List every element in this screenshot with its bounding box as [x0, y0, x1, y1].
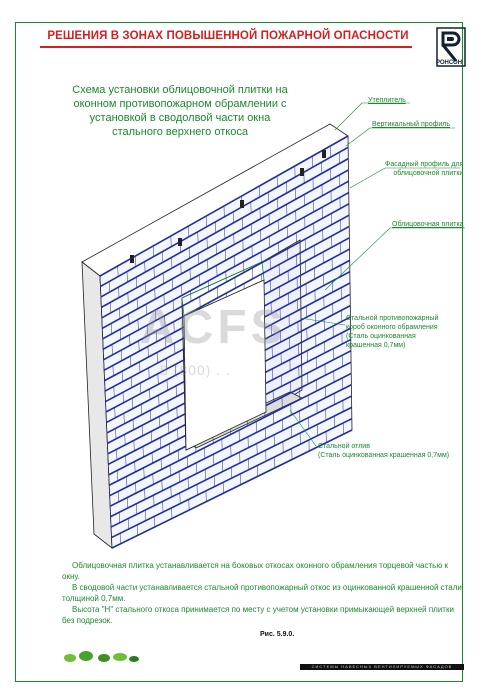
clip-bracket — [178, 238, 182, 246]
scheme-title-line: Схема установки облицовочной плитки на — [72, 84, 288, 96]
leaf-icons — [64, 651, 139, 662]
callout-text: короб оконного обрамления — [346, 324, 438, 331]
leaf-icon — [64, 654, 76, 662]
clip-bracket — [322, 150, 326, 158]
callout-text: крашенная 0,7мм) — [346, 342, 406, 349]
callout-text: (Сталь оцинкованная — [346, 333, 416, 340]
callout-vertical-profile: Вертикальный профиль — [372, 120, 450, 129]
description-paragraph: Высота "Н" стального откоса принимается … — [62, 605, 454, 625]
brick-course — [100, 146, 349, 288]
callout-insulation: Утеплитель — [368, 96, 406, 105]
leaf-icon — [98, 654, 110, 662]
ronson-logo-icon — [436, 27, 466, 67]
brick-course — [110, 395, 352, 518]
clip-bracket — [300, 168, 304, 176]
watermark: ACFS — [140, 301, 287, 354]
logo-text: РОНСОН — [435, 60, 463, 66]
brick-course — [111, 429, 353, 549]
brick-course — [102, 214, 350, 350]
window-glass — [183, 279, 267, 451]
callout-text: Вертикальный профиль — [372, 121, 450, 128]
leaf-icon — [113, 653, 127, 661]
callout-text: Стальной отлив — [318, 443, 370, 450]
header-underline — [40, 46, 412, 48]
callout-drip: Стальной отлив (Сталь оцинкованная краше… — [318, 442, 449, 460]
watermark-phone: 8 (800) . . — [160, 362, 231, 378]
callout-text: Фасадный профиль для — [385, 161, 464, 168]
clip-bracket — [130, 255, 134, 263]
figure-label: Рис. 5.9.0. — [260, 631, 295, 638]
callout-text: Облицовочная плитка — [392, 221, 464, 228]
scheme-title-line: стального верхнего откоса — [112, 126, 248, 138]
callout-text: (Сталь оцинкованная крашенная 0,7мм) — [318, 452, 450, 459]
callout-text: Утеплитель — [368, 97, 406, 104]
callout-text: облицовочной плитки — [393, 170, 464, 177]
description: Облицовочная плитка устанавливается на б… — [62, 560, 462, 626]
description-paragraph: Облицовочная плитка устанавливается на б… — [62, 561, 449, 581]
leaf-icon — [79, 651, 93, 661]
callout-leaders — [289, 102, 465, 447]
leaf-icon — [129, 656, 139, 662]
scheme-title-line: установкой в сводолвой части окна — [89, 112, 271, 124]
footer-bar: СИСТЕМЫ НАВЕСНЫХ ВЕНТИЛИРУЕМЫХ ФАСАДОВ — [300, 664, 464, 670]
clip-bracket — [240, 200, 244, 208]
brick-course — [101, 191, 350, 330]
description-paragraph: В сводовой части устанавливается стально… — [62, 583, 462, 603]
callout-facade-profile: Фасадный профиль для облицовочной плитки — [385, 160, 463, 178]
callout-text: Стальной противопожарный — [346, 315, 439, 322]
scheme-title-line: оконном противопожарном обрамлении с — [73, 98, 287, 110]
page-border — [15, 22, 463, 682]
brick-course — [111, 417, 353, 539]
brick-course — [100, 169, 349, 309]
brick-pattern — [99, 135, 353, 549]
scheme-title: Схема установки облицовочной плитки на о… — [50, 83, 310, 139]
header-title: РЕШЕНИЯ В ЗОНАХ ПОВЫШЕННОЙ ПОЖАРНОЙ ОПАС… — [47, 30, 409, 42]
callout-steel-box: Стальной противопожарный короб оконного … — [346, 314, 438, 350]
callout-facing-tile: Облицовочная плитка — [392, 220, 464, 229]
brick-course — [109, 372, 352, 497]
brick-course — [102, 203, 350, 340]
clip-row — [130, 150, 326, 263]
